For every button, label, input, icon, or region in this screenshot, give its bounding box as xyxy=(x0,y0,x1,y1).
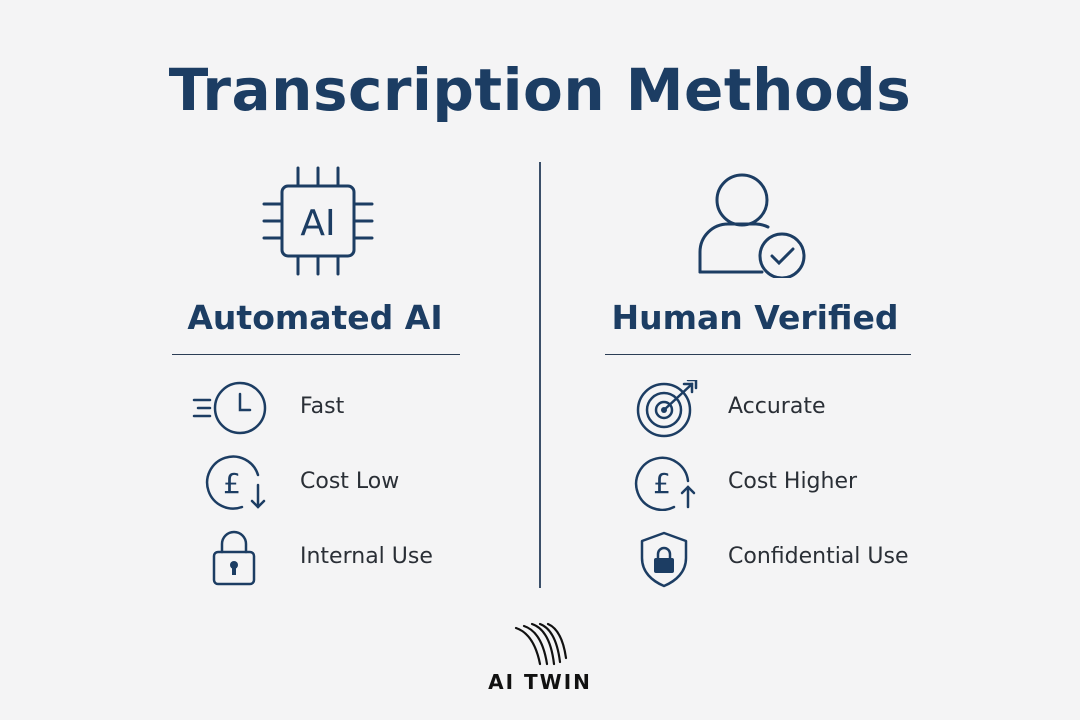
heading-rule xyxy=(605,354,911,355)
chip-label: AI xyxy=(300,203,335,244)
brand-logo: AI TWIN xyxy=(480,622,600,694)
ai-chip-icon: AI xyxy=(258,164,378,278)
shield-lock-icon xyxy=(620,530,688,588)
feature-label: Fast xyxy=(300,394,345,419)
pound-down-icon: £ xyxy=(192,455,266,511)
page-title: Transcription Methods xyxy=(168,56,912,124)
feature-label: Accurate xyxy=(728,394,826,419)
feature-label: Confidential Use xyxy=(728,544,909,569)
feature-label: Internal Use xyxy=(300,544,433,569)
svg-text:£: £ xyxy=(653,467,671,500)
feature-cost-low: £ Cost Low xyxy=(192,455,492,511)
svg-text:£: £ xyxy=(223,467,241,500)
feature-cost-higher: £ Cost Higher xyxy=(620,455,950,511)
feature-accurate: Accurate xyxy=(620,380,950,438)
column-heading-automated-ai: Automated AI xyxy=(187,298,443,337)
feature-label: Cost Low xyxy=(300,469,400,494)
sound-waves-logo-icon xyxy=(514,622,574,668)
padlock-icon xyxy=(192,530,256,586)
target-icon xyxy=(620,380,698,438)
feature-fast: Fast xyxy=(192,380,492,436)
fast-clock-icon xyxy=(192,380,267,436)
verified-user-icon xyxy=(696,170,812,278)
heading-rule xyxy=(172,354,460,355)
feature-label: Cost Higher xyxy=(728,469,858,494)
column-heading-human-verified: Human Verified xyxy=(611,298,899,337)
pound-up-icon: £ xyxy=(620,455,696,511)
column-divider xyxy=(539,162,541,588)
feature-internal-use: Internal Use xyxy=(192,530,492,586)
brand-name: AI TWIN xyxy=(488,670,592,694)
feature-confidential-use: Confidential Use xyxy=(620,530,950,588)
